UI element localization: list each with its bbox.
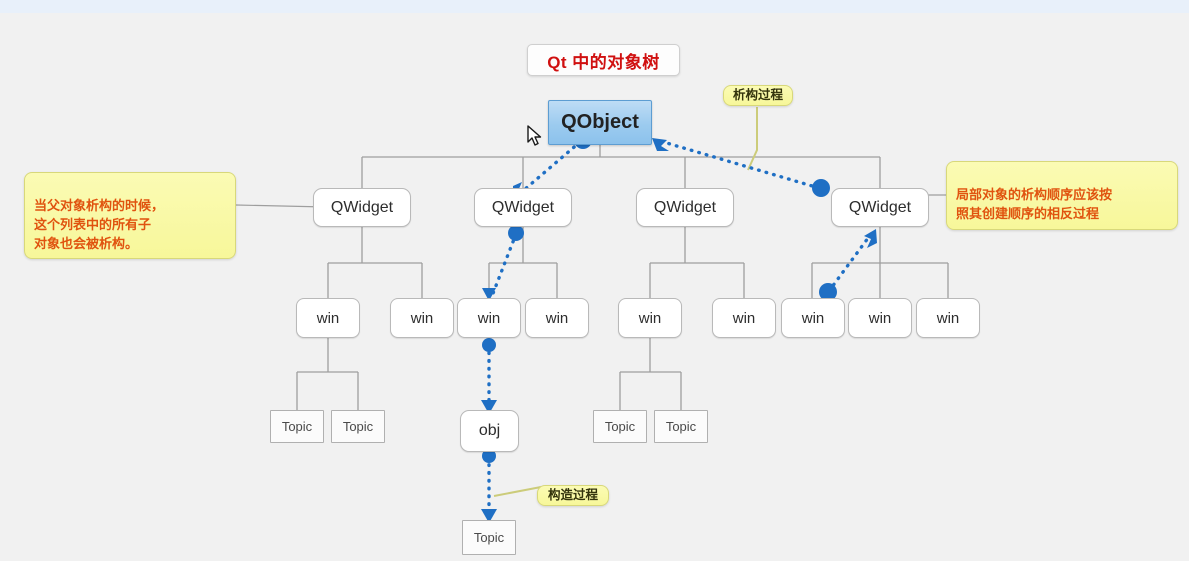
node-topic-5-label: Topic — [473, 530, 505, 545]
node-win-9-label: win — [936, 309, 960, 327]
node-win-9[interactable]: win — [916, 298, 980, 338]
page-title: Qt 中的对象树 — [527, 44, 680, 76]
note-construct-process: 构造过程 — [537, 485, 609, 506]
node-topic-2[interactable]: Topic — [331, 410, 385, 443]
node-win-6[interactable]: win — [712, 298, 776, 338]
node-win-4-label: win — [545, 309, 569, 327]
node-topic-1[interactable]: Topic — [270, 410, 324, 443]
node-obj-label: obj — [478, 422, 501, 439]
node-win-6-label: win — [732, 309, 756, 327]
node-topic-1-label: Topic — [281, 419, 313, 434]
node-qobject[interactable]: QObject — [548, 100, 652, 145]
node-topic-4[interactable]: Topic — [654, 410, 708, 443]
note-construct-process-text: 构造过程 — [547, 488, 598, 503]
node-qwidget-4[interactable]: QWidget — [831, 188, 929, 227]
node-topic-2-label: Topic — [342, 419, 374, 434]
node-qwidget-1[interactable]: QWidget — [313, 188, 411, 227]
node-topic-3[interactable]: Topic — [593, 410, 647, 443]
node-obj[interactable]: obj — [460, 410, 519, 452]
mouse-cursor-icon — [527, 125, 542, 146]
note-parent-destruct-text: 当父对象析构的时候， 这个列表中的所有子 对象也会被析构。 — [34, 197, 165, 251]
node-win-4[interactable]: win — [525, 298, 589, 338]
node-qwidget-2[interactable]: QWidget — [474, 188, 572, 227]
node-qwidget-4-label: QWidget — [848, 198, 912, 216]
top-window-strip — [0, 0, 1189, 13]
node-qwidget-1-label: QWidget — [330, 198, 394, 216]
node-win-1[interactable]: win — [296, 298, 360, 338]
node-qobject-label: QObject — [561, 111, 639, 133]
node-topic-5[interactable]: Topic — [462, 520, 516, 555]
node-win-8-label: win — [868, 309, 892, 327]
note-destruct-process: 析构过程 — [723, 85, 793, 106]
node-win-5[interactable]: win — [618, 298, 682, 338]
node-qwidget-2-label: QWidget — [491, 198, 555, 216]
note-local-destruct-order: 局部对象的析构顺序应该按 照其创建顺序的相反过程 — [946, 161, 1178, 230]
node-win-2[interactable]: win — [390, 298, 454, 338]
node-win-8[interactable]: win — [848, 298, 912, 338]
node-win-3-label: win — [477, 309, 501, 327]
node-qwidget-3-label: QWidget — [653, 198, 717, 216]
node-win-5-label: win — [638, 309, 662, 327]
node-qwidget-3[interactable]: QWidget — [636, 188, 734, 227]
note-destruct-process-text: 析构过程 — [732, 88, 783, 103]
node-win-2-label: win — [410, 309, 434, 327]
note-local-destruct-order-text: 局部对象的析构顺序应该按 照其创建顺序的相反过程 — [956, 186, 1113, 221]
node-topic-3-label: Topic — [604, 419, 636, 434]
node-win-1-label: win — [316, 309, 340, 327]
node-win-7-label: win — [801, 309, 825, 327]
node-win-7[interactable]: win — [781, 298, 845, 338]
node-win-3[interactable]: win — [457, 298, 521, 338]
node-topic-4-label: Topic — [665, 419, 697, 434]
note-parent-destruct: 当父对象析构的时候， 这个列表中的所有子 对象也会被析构。 — [24, 172, 236, 260]
